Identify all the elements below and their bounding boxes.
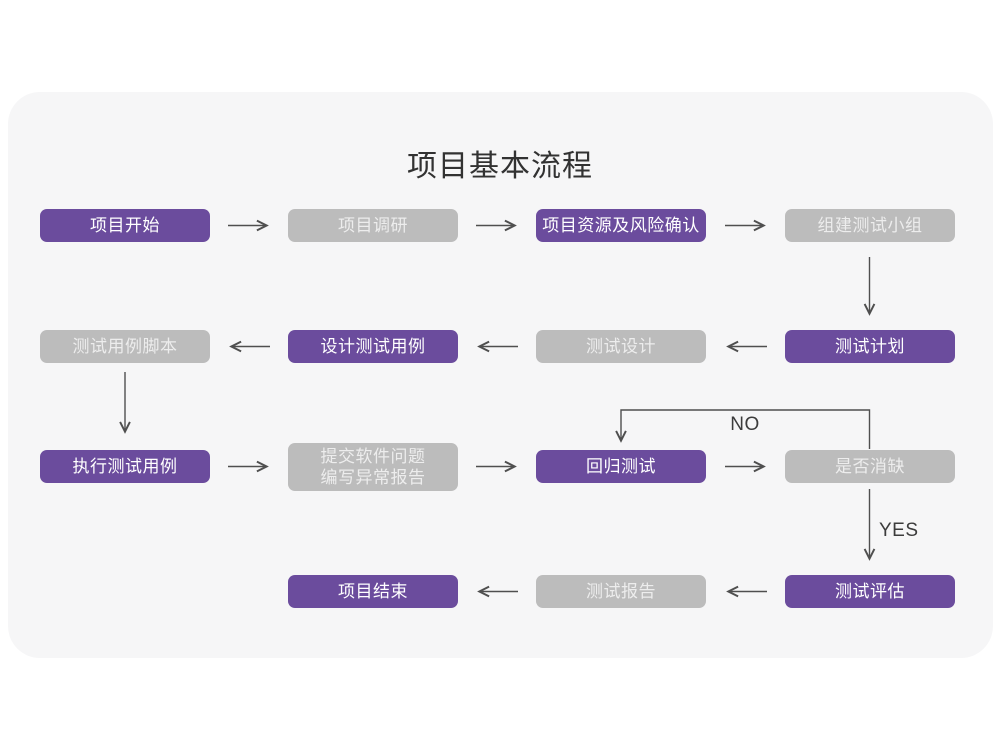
node-defect-cleared: 是否消缺 — [785, 450, 955, 483]
node-submit-issues-report: 提交软件问题 编写异常报告 — [288, 443, 458, 491]
edge-label-no: NO — [730, 414, 760, 435]
node-label: 提交软件问题 编写异常报告 — [320, 447, 426, 487]
node-design-test-cases: 设计测试用例 — [288, 330, 458, 363]
node-label: 测试评估 — [835, 582, 905, 601]
node-label: 回归测试 — [586, 457, 656, 476]
node-label: 测试用例脚本 — [72, 337, 178, 356]
node-test-design: 测试设计 — [536, 330, 706, 363]
node-test-plan: 测试计划 — [785, 330, 955, 363]
node-execute-test-cases: 执行测试用例 — [40, 450, 210, 483]
node-label: 项目资源及风险确认 — [542, 216, 700, 235]
diagram-title: 项目基本流程 — [407, 150, 593, 183]
node-label: 项目调研 — [338, 216, 408, 235]
node-label: 执行测试用例 — [72, 457, 178, 476]
node-test-report: 测试报告 — [536, 575, 706, 608]
node-resource-risk-confirm: 项目资源及风险确认 — [536, 209, 706, 242]
node-label: 项目开始 — [90, 216, 160, 235]
node-label: 是否消缺 — [835, 457, 905, 476]
edge-label-yes: YES — [879, 520, 919, 541]
node-test-evaluation: 测试评估 — [785, 575, 955, 608]
flowchart-card — [8, 92, 993, 658]
node-test-case-script: 测试用例脚本 — [40, 330, 210, 363]
node-label: 测试报告 — [586, 582, 656, 601]
node-build-test-team: 组建测试小组 — [785, 209, 955, 242]
node-project-end: 项目结束 — [288, 575, 458, 608]
node-label: 测试设计 — [586, 337, 656, 356]
node-regression-test: 回归测试 — [536, 450, 706, 483]
node-label: 组建测试小组 — [817, 216, 923, 235]
node-label: 设计测试用例 — [320, 337, 426, 356]
node-label: 项目结束 — [338, 582, 408, 601]
node-label: 测试计划 — [835, 337, 905, 356]
node-project-research: 项目调研 — [288, 209, 458, 242]
node-project-start: 项目开始 — [40, 209, 210, 242]
